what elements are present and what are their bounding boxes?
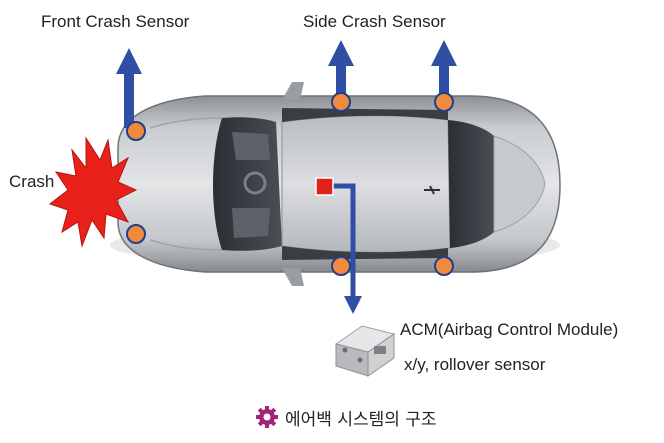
front-sensor-top — [126, 121, 146, 141]
acm-module-image — [334, 325, 396, 377]
crash-burst — [48, 136, 138, 248]
acm-connection-arrow — [330, 183, 362, 314]
side-sensor-top-right — [434, 92, 454, 112]
gear-icon — [256, 406, 278, 428]
acm-sub-label: x/y, rollover sensor — [404, 355, 546, 374]
side-sensor-arrow-2 — [431, 40, 457, 102]
side-sensor-bottom-right — [434, 256, 454, 276]
side-sensor-bottom-left — [331, 256, 351, 276]
front-sensor-arrow — [116, 48, 142, 128]
front-sensor-bottom — [126, 224, 146, 244]
car-roof — [281, 115, 451, 253]
side-sensor-arrow-1 — [328, 40, 354, 102]
acm-marker — [315, 177, 334, 196]
side-mirror-bottom — [282, 268, 304, 286]
crash-label: Crash — [9, 172, 55, 191]
front-crash-sensor-label: Front Crash Sensor — [41, 12, 190, 31]
side-crash-sensor-label: Side Crash Sensor — [303, 12, 446, 31]
rear-window — [448, 120, 494, 248]
side-mirror-top — [282, 82, 304, 100]
caption-text: 에어백 시스템의 구조 — [285, 409, 437, 430]
side-sensor-top-left — [331, 92, 351, 112]
diagram-caption: 에어백 시스템의 구조 — [255, 404, 437, 430]
acm-label: ACM(Airbag Control Module) — [400, 320, 619, 339]
